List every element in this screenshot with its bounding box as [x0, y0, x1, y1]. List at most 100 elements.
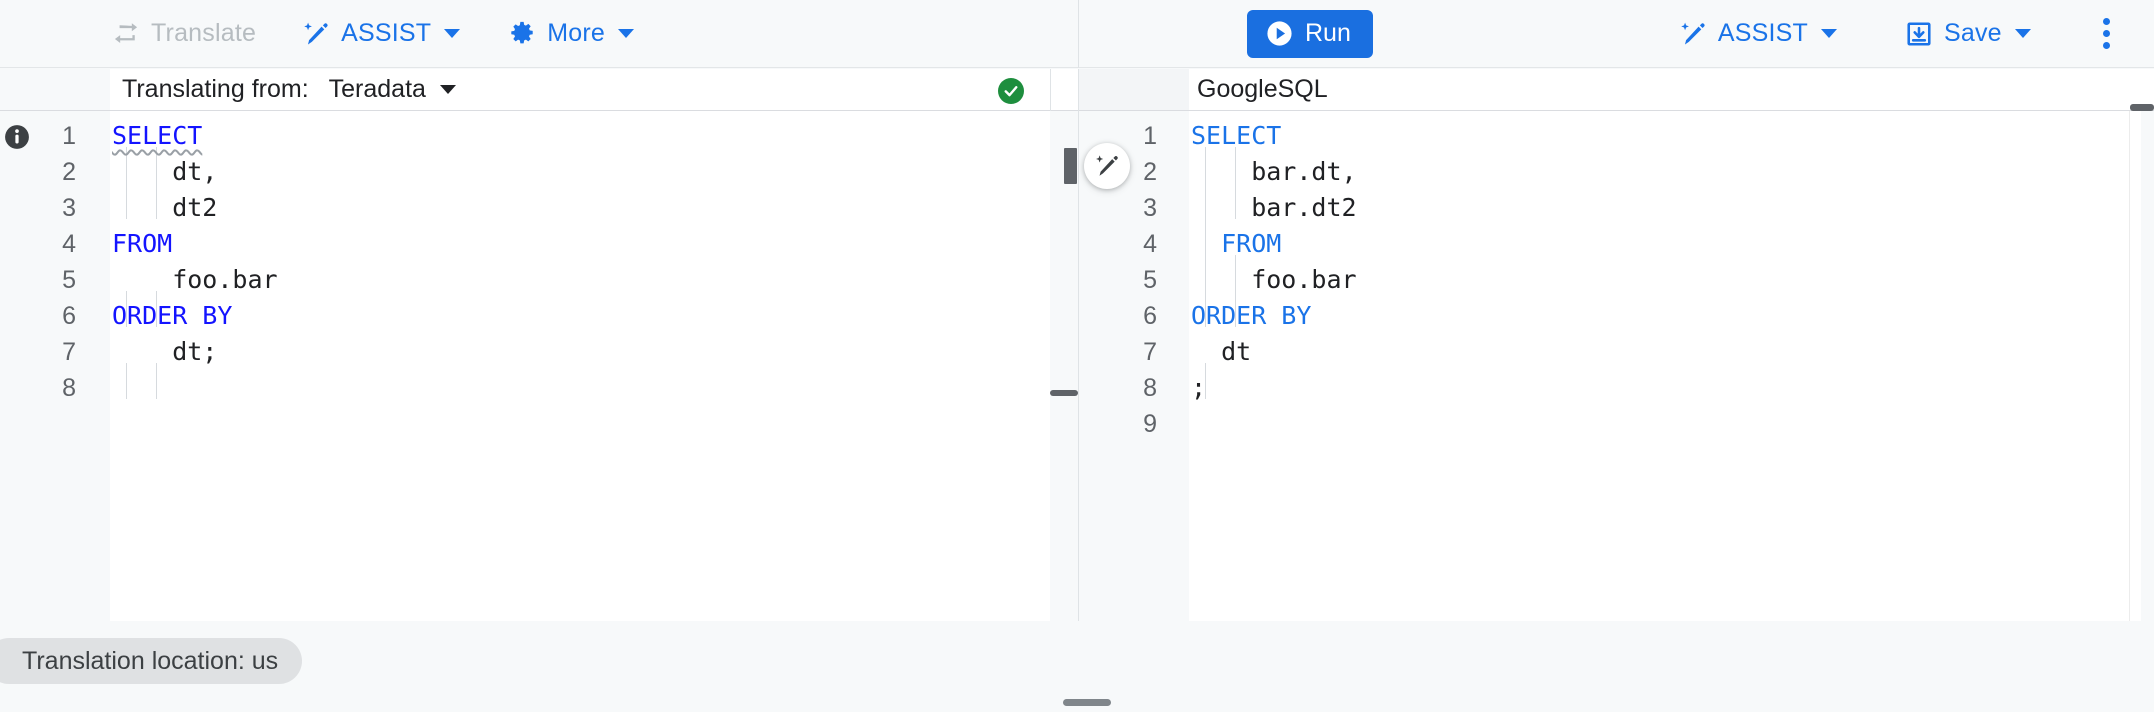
panel-divider: [1078, 69, 1079, 621]
code-token: dt2: [112, 193, 218, 222]
line-number: 3: [1143, 194, 1157, 222]
indent-guide: [156, 363, 157, 399]
indent-guide: [1205, 147, 1206, 327]
indent-guide: [1205, 363, 1206, 399]
code-line[interactable]: 3 bar.dt2: [1143, 190, 2141, 226]
indent-guide: [156, 147, 157, 219]
save-download-icon: [1905, 20, 1933, 48]
line-number: 8: [1143, 374, 1157, 402]
subheader-divider: [1050, 69, 1051, 111]
toolbar-divider: [1078, 0, 1079, 68]
code-token: dt;: [112, 337, 218, 366]
line-number: 8: [62, 374, 76, 402]
translation-location-label: Translation location: us: [22, 646, 279, 675]
more-button-label: More: [547, 19, 605, 47]
indent-guide: [126, 291, 127, 327]
code-line[interactable]: 2 dt,: [62, 154, 1050, 190]
target-vertical-scrollbar[interactable]: [2130, 104, 2154, 111]
panel-resize-handle[interactable]: [1064, 148, 1077, 184]
code-line[interactable]: 8: [62, 370, 1050, 406]
code-token: bar.dt,: [1191, 157, 1357, 186]
line-number: 7: [62, 338, 76, 366]
bottom-resize-handle[interactable]: [1063, 699, 1111, 706]
gear-icon: [508, 20, 536, 48]
target-toolbar: Run ASSIST Save: [1079, 0, 2154, 68]
target-scroll-track: [2129, 111, 2130, 621]
code-line[interactable]: 1 SELECT: [1143, 118, 2141, 154]
magic-pencil-icon: [302, 20, 330, 48]
code-token: dt,: [112, 157, 218, 186]
indent-guide: [126, 147, 127, 219]
chevron-down-icon: [444, 29, 461, 38]
line-number: 4: [1143, 230, 1157, 258]
translation-location-chip: Translation location: us: [0, 638, 303, 684]
code-token: ;: [1191, 373, 1207, 402]
source-language-bar: Translating from: Teradata: [110, 69, 1078, 111]
code-line[interactable]: 3 dt2: [62, 190, 1050, 226]
chevron-down-icon: [1821, 29, 1837, 38]
line-number: 6: [62, 302, 76, 330]
chevron-down-icon: [2014, 29, 2031, 38]
target-language-bar: GoogleSQL: [1189, 69, 2154, 111]
source-dialect-select[interactable]: Teradata: [329, 75, 456, 104]
code-token: FROM: [1191, 229, 1282, 258]
code-token: FROM: [112, 229, 173, 258]
footer-bar: Translation location: us: [0, 621, 2154, 712]
translate-button[interactable]: Translate: [98, 10, 270, 58]
info-icon[interactable]: [4, 124, 30, 155]
translating-from-label: Translating from:: [122, 75, 309, 103]
translate-button-label: Translate: [151, 19, 257, 47]
line-number: 1: [62, 122, 76, 150]
code-line[interactable]: 5 foo.bar: [62, 262, 1050, 298]
more-vert-icon[interactable]: [2083, 10, 2131, 58]
code-line[interactable]: 9: [1143, 406, 2141, 442]
code-token: foo.bar: [112, 265, 278, 294]
target-dialect-label: GoogleSQL: [1197, 75, 1328, 103]
code-line[interactable]: 7 dt;: [62, 334, 1050, 370]
code-line[interactable]: 7 dt: [1143, 334, 2141, 370]
play-circle-icon: [1265, 19, 1294, 48]
code-line[interactable]: 4 FROM: [1143, 226, 2141, 262]
assist-fab-button[interactable]: [1084, 143, 1130, 189]
code-token: SELECT: [112, 121, 203, 150]
indent-guide: [126, 363, 127, 399]
code-token: dt: [1191, 337, 1252, 366]
assist-button-source-label: ASSIST: [341, 19, 432, 47]
line-number: 5: [62, 266, 76, 294]
assist-button-source[interactable]: ASSIST: [288, 10, 474, 58]
more-button[interactable]: More: [494, 10, 648, 58]
target-subheader-gutter: [1079, 69, 1189, 111]
indent-guide: [1235, 147, 1236, 219]
code-line[interactable]: 1 SELECT: [62, 118, 1050, 154]
save-button[interactable]: Save: [1891, 10, 2045, 58]
save-button-label: Save: [1944, 19, 2002, 47]
run-button[interactable]: Run: [1247, 9, 1373, 58]
code-line[interactable]: 2 bar.dt,: [1143, 154, 2141, 190]
code-token: SELECT: [1191, 121, 1282, 150]
code-token: ORDER BY: [1191, 301, 1312, 330]
line-number: 9: [1143, 410, 1157, 438]
code-line[interactable]: 5 foo.bar: [1143, 262, 2141, 298]
check-circle-icon: [998, 78, 1024, 104]
source-subheader-gutter: [0, 69, 110, 111]
source-toolbar: Translate ASSIST More: [0, 0, 1078, 68]
chevron-down-icon: [617, 29, 634, 38]
indent-guide: [156, 291, 157, 327]
assist-button-target-label: ASSIST: [1717, 19, 1808, 47]
source-horizontal-scrollbar[interactable]: [1050, 390, 1078, 396]
line-number: 5: [1143, 266, 1157, 294]
code-line[interactable]: 8;: [1143, 370, 2141, 406]
line-number: 1: [1143, 122, 1157, 150]
code-token: foo.bar: [1191, 265, 1357, 294]
target-editor-gutter: [1079, 111, 1189, 621]
code-token: bar.dt2: [1191, 193, 1357, 222]
assist-button-target[interactable]: ASSIST: [1665, 10, 1851, 58]
